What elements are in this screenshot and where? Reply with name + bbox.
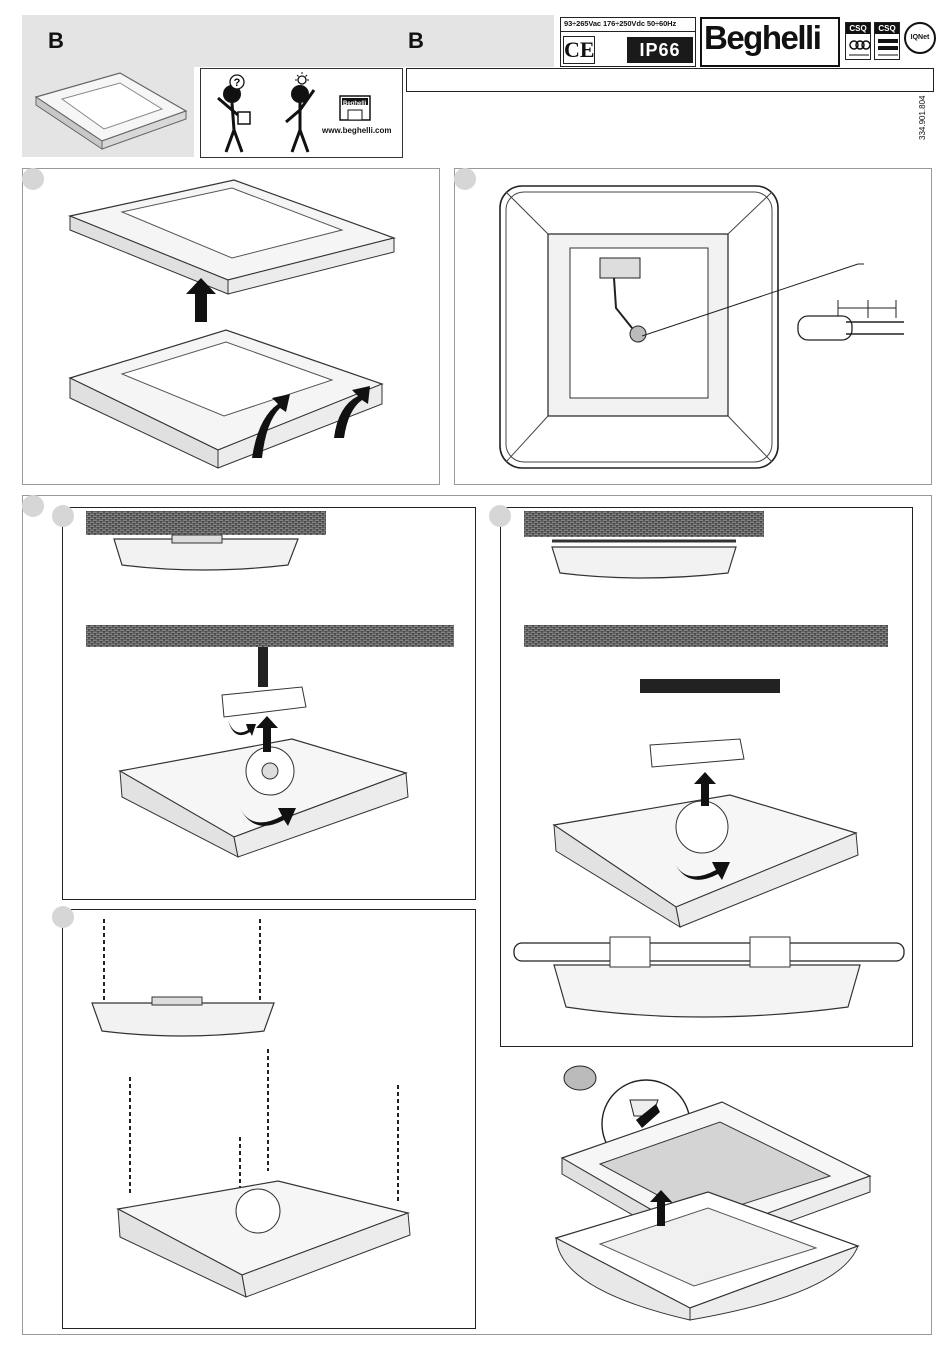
question-mark-icon: ?	[229, 74, 245, 90]
header-gray-band	[22, 15, 554, 67]
cartoon-logo: Beghelli	[343, 101, 366, 107]
ip66-badge: IP66	[627, 37, 693, 63]
csq-cert-2: CSQ	[874, 22, 900, 60]
csq-cert-1: CSQ	[845, 22, 871, 60]
spec-divider	[560, 31, 696, 32]
curved-arrow-icon	[248, 390, 292, 460]
header-letter-right: B	[408, 28, 424, 54]
curved-arrow-icon	[226, 716, 256, 738]
brand-logo: Beghelli	[704, 19, 820, 57]
blank-title-box	[406, 68, 934, 92]
iqnet-badge: IQNet	[904, 22, 936, 54]
website-link: www.beghelli.com	[322, 126, 392, 135]
curved-arrow-icon	[330, 384, 374, 440]
csq-label-2: CSQ	[875, 23, 899, 34]
up-arrow-icon	[256, 716, 278, 752]
up-arrow-icon	[694, 772, 716, 806]
curved-arrow-icon	[672, 852, 730, 886]
ce-mark: CE	[563, 36, 595, 64]
diffuser-removal-drawing	[22, 168, 440, 485]
curved-arrow-icon	[238, 796, 296, 832]
ceiling-mount-drawing	[62, 507, 476, 900]
voltage-spec: 93÷265Vac 176÷250Vdc 50÷60Hz	[564, 19, 676, 28]
light-bulb-icon	[294, 72, 310, 90]
csq-label-1: CSQ	[846, 23, 870, 34]
header-letter-left: B	[48, 28, 64, 54]
step-marker-3	[22, 495, 44, 517]
wiring-drawing	[454, 168, 932, 485]
document-number: 334.901.804	[918, 96, 927, 141]
cert-bars-icon	[875, 35, 901, 61]
up-arrow-icon	[186, 278, 216, 322]
diffuser-refit-drawing	[540, 1058, 920, 1328]
ecc-icon	[846, 35, 872, 61]
svg-text:?: ?	[234, 77, 241, 89]
product-photo	[22, 67, 194, 157]
chain-suspension-drawing	[62, 909, 476, 1329]
up-arrow-icon	[650, 1190, 672, 1226]
